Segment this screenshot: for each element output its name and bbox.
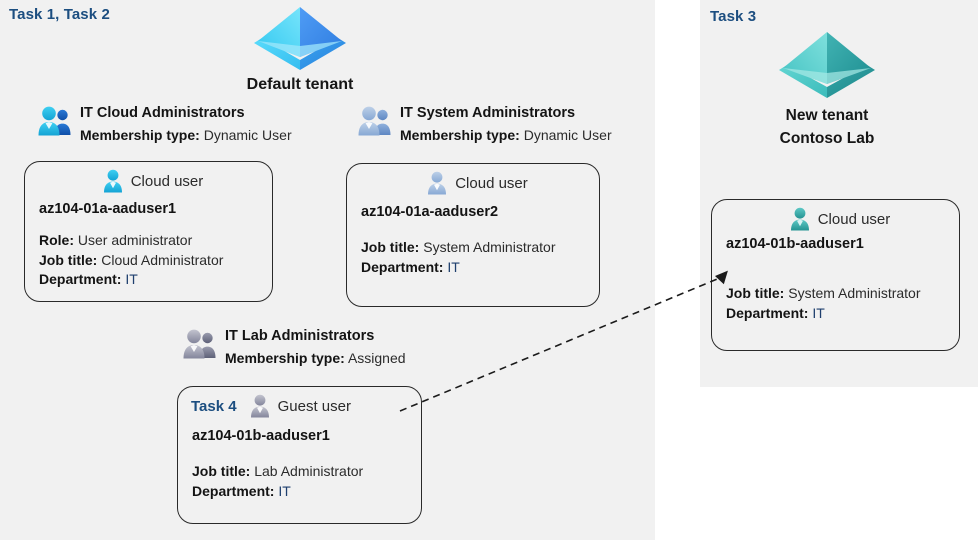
group-it-system-administrators: IT System Administrators Membership type… (356, 104, 612, 145)
card-attr-label: Department: (361, 258, 444, 275)
group-it-cloud-administrators: IT Cloud Administrators Membership type:… (36, 104, 292, 145)
card-attr-job-title: Job title: System Administrator (361, 238, 599, 258)
card-attr-department: Department: IT (361, 258, 599, 278)
cloud-user-icon (787, 206, 813, 232)
task-label-4: Task 4 (191, 397, 237, 415)
card-attr-department: Department: IT (726, 304, 959, 324)
card-header: Cloud user (25, 162, 272, 194)
group-membership-label: Membership type: (400, 127, 520, 143)
card-attr-value: User administrator (77, 232, 193, 248)
azure-tenant-icon (746, 26, 908, 102)
card-header-label: Cloud user (130, 172, 204, 190)
cloud-user-icon (424, 170, 450, 196)
card-attr-label: Role: (39, 232, 74, 248)
card-header-label: Guest user (277, 397, 351, 415)
group-title: IT System Administrators (400, 105, 576, 121)
user-card-az104-01a-aaduser2: Cloud user az104-01a-aaduser2 Job title:… (346, 163, 600, 307)
card-header-label: Cloud user (817, 210, 891, 228)
card-header: Cloud user (712, 200, 959, 232)
group-users-icon (356, 104, 394, 138)
card-attr-label: Job title: (361, 239, 420, 255)
card-username: az104-01b-aaduser1 (726, 236, 864, 252)
group-membership-value: Assigned (347, 350, 406, 366)
card-attr-value: Lab Administrator (254, 463, 364, 479)
card-attributes: Job title: Lab Administrator Department:… (192, 462, 421, 501)
card-attr-value: IT (278, 482, 291, 499)
default-tenant-caption: Default tenant (246, 76, 354, 93)
new-tenant-caption-line1: New tenant (785, 107, 869, 124)
card-header: Cloud user (347, 164, 599, 196)
azure-tenant-icon (224, 2, 376, 74)
card-attr-value: System Administrator (423, 239, 556, 255)
group-title: IT Cloud Administrators (80, 105, 245, 121)
card-username: az104-01a-aaduser2 (361, 204, 499, 220)
card-attr-value: IT (812, 304, 825, 321)
card-attr-label: Department: (726, 304, 809, 321)
group-it-lab-administrators: IT Lab Administrators Membership type: A… (181, 327, 406, 368)
group-membership-value: Dynamic User (203, 127, 292, 143)
card-attr-role: Role: User administrator (39, 231, 272, 251)
card-body: az104-01b-aaduser1 Job title: Lab Admini… (178, 428, 421, 501)
group-membership-type: Membership type: Dynamic User (400, 125, 612, 145)
card-header: Task 4 Guest user (178, 387, 421, 419)
guest-user-icon (247, 393, 273, 419)
card-attr-job-title: Job title: Cloud Administrator (39, 251, 272, 271)
card-attr-value: IT (447, 258, 460, 275)
task-label-3: Task 3 (710, 8, 757, 25)
card-attr-label: Department: (192, 482, 275, 499)
card-attr-label: Job title: (726, 285, 785, 301)
group-users-icon (36, 104, 74, 138)
user-card-az104-01b-aaduser1: Cloud user az104-01b-aaduser1 Job title:… (711, 199, 960, 351)
cloud-user-icon (100, 168, 126, 194)
group-membership-type: Membership type: Dynamic User (80, 125, 292, 145)
card-attr-value: Cloud Administrator (101, 251, 224, 268)
card-body: az104-01b-aaduser1 Job title: System Adm… (712, 236, 959, 323)
card-username: az104-01a-aaduser1 (39, 201, 177, 217)
card-body: az104-01a-aaduser1 Role: User administra… (25, 201, 272, 290)
card-attributes: Job title: System Administrator Departme… (361, 238, 599, 277)
card-body: az104-01a-aaduser2 Job title: System Adm… (347, 204, 599, 277)
group-title: IT Lab Administrators (225, 328, 375, 344)
default-tenant-block: Default tenant (224, 2, 376, 94)
task-label-1-2: Task 1, Task 2 (9, 6, 110, 23)
card-attr-value: IT (125, 271, 138, 287)
group-users-icon (181, 327, 219, 361)
group-membership-type: Membership type: Assigned (225, 348, 406, 368)
user-card-az104-01a-aaduser1: Cloud user az104-01a-aaduser1 Role: User… (24, 161, 273, 302)
card-header-label: Cloud user (455, 174, 528, 192)
new-tenant-caption: New tenant Contoso Lab (746, 104, 908, 150)
group-membership-value: Dynamic User (523, 127, 612, 143)
card-attributes: Job title: System Administrator Departme… (726, 284, 959, 323)
card-attr-department: Department: IT (192, 482, 421, 502)
card-attributes: Role: User administrator Job title: Clou… (39, 231, 272, 290)
card-attr-job-title: Job title: System Administrator (726, 284, 959, 304)
card-attr-value: System Administrator (788, 285, 921, 301)
card-attr-department: Department: IT (39, 270, 272, 290)
new-tenant-block: New tenant Contoso Lab (746, 26, 908, 150)
group-membership-label: Membership type: (225, 350, 345, 366)
card-attr-label: Job title: (39, 251, 98, 268)
card-attr-label: Job title: (192, 463, 251, 479)
new-tenant-caption-line2: Contoso Lab (779, 130, 875, 147)
group-membership-label: Membership type: (80, 127, 200, 143)
card-username: az104-01b-aaduser1 (192, 428, 330, 444)
user-card-az104-01b-aaduser1-guest: Task 4 Guest user az104-01b-aaduser1 (177, 386, 422, 524)
card-attr-label: Department: (39, 271, 122, 287)
card-attr-job-title: Job title: Lab Administrator (192, 462, 421, 482)
